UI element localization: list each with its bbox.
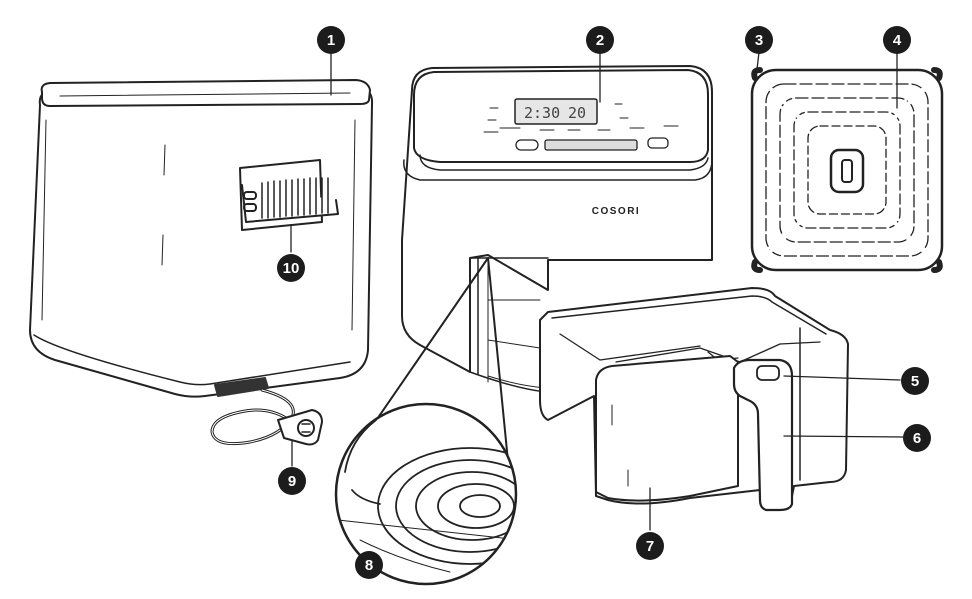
- rear-foot: [214, 377, 269, 397]
- callout-10: 10: [277, 254, 305, 282]
- display-temp: 20: [568, 104, 586, 122]
- basket-front-panel: [595, 355, 739, 502]
- cord-storage-clip: [239, 159, 339, 231]
- svg-text:2: 2: [596, 32, 604, 49]
- power-plug: [277, 409, 323, 446]
- rear-lid: [40, 79, 371, 107]
- callout-5: 5: [901, 367, 929, 395]
- display-time: 2:30: [524, 104, 560, 122]
- air-fryer-rear-view: [29, 79, 374, 446]
- basket-handle: [732, 358, 794, 512]
- rear-body: [29, 87, 374, 398]
- callout-4: 4: [883, 26, 911, 54]
- plate-holes: [765, 83, 929, 257]
- heating-element-zoom: [334, 257, 518, 586]
- svg-text:9: 9: [288, 473, 296, 490]
- preset-bar: [544, 139, 638, 151]
- handle-release-button: [756, 365, 780, 381]
- callout-1: 1: [317, 26, 345, 54]
- callout-7: 7: [636, 532, 664, 560]
- plate-center-handle: [829, 148, 865, 194]
- crisper-plate: [750, 67, 944, 273]
- control-buttons: [483, 103, 679, 133]
- callout-2: 2: [586, 26, 614, 54]
- leader-lines: [290, 51, 905, 531]
- callout-9: 9: [278, 467, 306, 495]
- svg-text:1: 1: [327, 32, 335, 49]
- callout-8: 8: [355, 551, 383, 579]
- power-button: [515, 139, 539, 151]
- callout-3: 3: [745, 26, 773, 54]
- svg-text:7: 7: [646, 538, 654, 555]
- callout-6: 6: [903, 424, 931, 452]
- svg-text:8: 8: [365, 557, 373, 574]
- svg-text:10: 10: [283, 260, 300, 277]
- cooking-basket: [539, 287, 849, 512]
- svg-text:6: 6: [913, 430, 921, 447]
- svg-text:5: 5: [911, 373, 919, 390]
- air-fryer-front-view: 2:30 20 COSORI: [401, 65, 713, 393]
- svg-text:3: 3: [755, 32, 763, 49]
- lcd-display: [514, 98, 598, 125]
- start-button: [647, 137, 669, 149]
- svg-text:4: 4: [893, 32, 902, 49]
- brand-logo: COSORI: [592, 206, 640, 217]
